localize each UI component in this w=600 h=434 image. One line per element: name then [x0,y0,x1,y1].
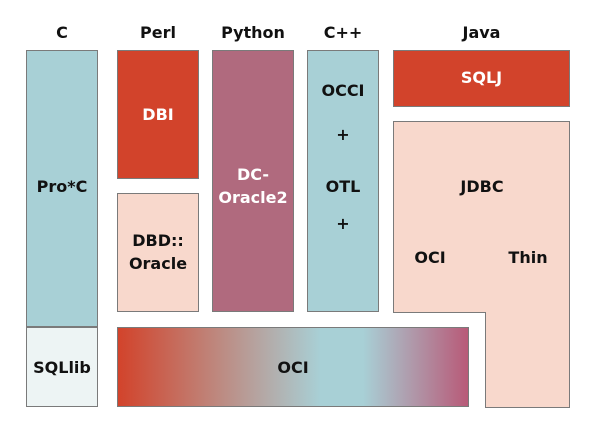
dbi-label: DBI [142,105,174,124]
sqllib-box [26,327,98,407]
oci-label: OCI [277,358,309,377]
jdbc-shape [393,121,570,408]
dbd-oracle-box [117,193,199,312]
plus-sign-1: + [336,125,350,144]
cpp-box [307,50,379,312]
column-label-c: C [56,23,68,42]
column-label-cpp: C++ [323,23,363,42]
sqllib-label: SQLlib [33,358,91,377]
dbi-box [117,50,199,179]
dbd-oracle-label: DBD:: Oracle [128,231,188,273]
proc-label: Pro*C [36,177,88,196]
sqlj-label: SQLJ [460,68,503,87]
dc-oracle2-box [212,50,294,312]
jdbc-thin-label: Thin [508,248,548,267]
column-label-python: Python [221,23,285,42]
otl-label: OTL [325,177,361,196]
column-label-java: Java [462,23,501,42]
plus-sign-2: + [336,214,350,233]
dc-oracle2-label: DC- Oracle2 [218,165,288,207]
oci-bar [117,327,469,407]
occi-label: OCCI [321,81,365,100]
jdbc-label: JDBC [460,177,504,196]
proc-box [26,50,98,327]
sqlj-box [393,50,570,107]
column-label-perl: Perl [140,23,176,42]
jdbc-oci-label: OCI [414,248,446,267]
